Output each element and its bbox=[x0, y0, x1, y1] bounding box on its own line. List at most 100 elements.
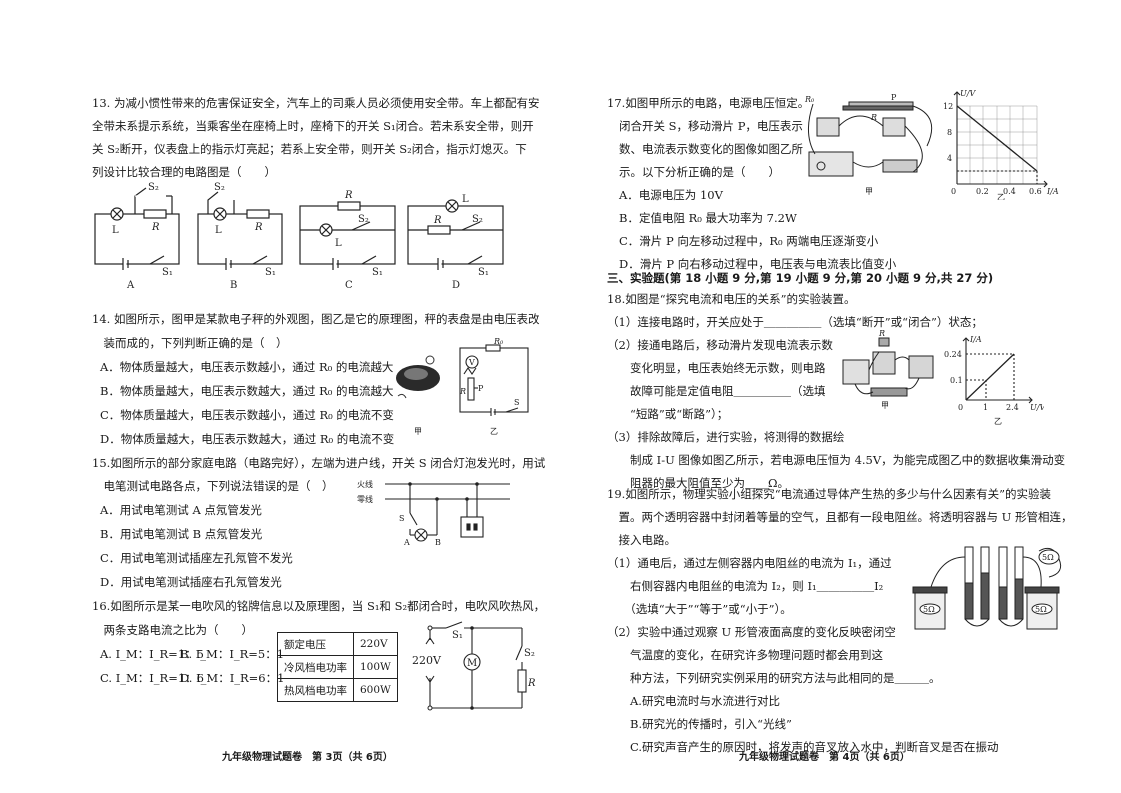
q16-line2: 两条支路电流之比为（ ） bbox=[92, 623, 253, 637]
q13-line2: 全带未系提示系统，当乘客坐在座椅上时，座椅下的开关 S₁闭合。若未系安全带，则开 bbox=[92, 119, 534, 133]
table-row: 冷风档电功率 100W bbox=[277, 655, 398, 679]
q13-option-c: C bbox=[345, 280, 353, 291]
q14-p: P bbox=[478, 384, 484, 393]
q18-tick-x24: 2.4 bbox=[1006, 403, 1019, 412]
q14-option-c: C．物体质量越大，电压表示数越小，通过 R₀ 的电流不变 bbox=[100, 408, 394, 422]
q13-b-r: R bbox=[254, 222, 263, 233]
q16-option-d: D. I_M：I_R=6：1 bbox=[180, 671, 285, 685]
q15-household-circuit-figure: 火线 零线 S A B bbox=[357, 479, 510, 547]
q18-line7: （3）排除故障后，进行实验，将测得的数据绘 bbox=[607, 430, 845, 444]
q13-c-s2: S₂ bbox=[358, 214, 369, 225]
q17-line4: 示。以下分析正确的是（ ） bbox=[619, 165, 780, 179]
q14-line1: 14. 如图所示，图甲是某款电子秤的外观图，图乙是它的原理图，秤的表盘是由电压表… bbox=[92, 312, 540, 326]
q17-line3: 数、电流表示数变化的图像如图乙所 bbox=[619, 142, 803, 156]
q18-tick-x0: 0 bbox=[958, 403, 963, 412]
q13-a-l: L bbox=[112, 225, 119, 236]
table-cell: 600W bbox=[353, 678, 398, 702]
q18-xlabel: U/V bbox=[1030, 403, 1044, 412]
q18-line5: 故障可能是定值电阻＿＿＿＿＿（选填 bbox=[607, 384, 826, 398]
q16-option-a: A. I_M：I_R=1：5 bbox=[100, 647, 204, 661]
q14-r: R bbox=[459, 387, 466, 396]
q14-s: S bbox=[514, 398, 519, 407]
q17-tick-x04: 0.4 bbox=[1003, 187, 1016, 196]
q13-option-d: D bbox=[452, 280, 460, 291]
q15-line2: 电笔测试电路各点，下列说法错误的是（ ） bbox=[92, 479, 334, 493]
q17-r: R bbox=[870, 113, 877, 122]
table-row: 额定电压 220V bbox=[277, 632, 398, 656]
q18-tick-x1: 1 bbox=[983, 403, 988, 412]
q17-option-a: A．电源电压为 10V bbox=[619, 188, 723, 202]
q13-d-l: L bbox=[462, 194, 469, 205]
q17-jia: 甲 bbox=[865, 187, 873, 196]
q17-tick-y8: 8 bbox=[947, 128, 952, 137]
q16-option-c: C. I_M：I_R=1：6 bbox=[100, 671, 204, 685]
q17-tick-x02: 0.2 bbox=[976, 187, 989, 196]
q18-line2: （1）连接电路时，开关应处于＿＿＿＿＿（选填“断开”或“闭合”）状态； bbox=[607, 315, 983, 329]
q13-b-l: L bbox=[215, 225, 222, 236]
q17-experiment-photo: R₀ P R 甲 bbox=[804, 93, 933, 196]
q13-circuits-figure: S₂ L R S₁ A S₂ L R S₁ B R S₂ L S₁ C L R … bbox=[94, 182, 504, 291]
q13-a-s2: S₂ bbox=[148, 182, 159, 193]
q18-line6: “短路”或“断路”）； bbox=[607, 407, 729, 421]
table-row: 热风档电功率 600W bbox=[277, 678, 398, 702]
q17-uv-graph: U/V 12 8 4 0 0.2 0.4 0.6 I/A 乙 bbox=[943, 89, 1059, 200]
table-cell: 热风档电功率 bbox=[277, 678, 354, 702]
q13-d-s1: S₁ bbox=[478, 267, 489, 278]
q15-option-d: D．用试电笔测试插座右孔氖管发光 bbox=[100, 575, 282, 589]
left-page: 13. 为减小惯性带来的危害保证安全，汽车上的司乘人员必须使用安全带。车上都配有… bbox=[0, 0, 560, 793]
q15-point-b: B bbox=[435, 538, 441, 547]
q18-jia: 甲 bbox=[881, 401, 889, 410]
q13-b-s1: S₁ bbox=[265, 267, 276, 278]
q14-r0: R₀ bbox=[493, 338, 504, 346]
q18-line4: 变化明显，电压表始终无示数，则电路 bbox=[607, 361, 826, 375]
q15-option-b: B．用试电笔测试 B 点氖管发光 bbox=[100, 527, 263, 541]
q19-left-resistor: 5Ω bbox=[923, 605, 935, 614]
q16-option-b: B. I_M：I_R=5：1 bbox=[180, 647, 285, 661]
q16-line1: 16.如图所示是某一电吹风的铭牌信息以及原理图，当 S₁和 S₂都闭合时，电吹风… bbox=[92, 599, 546, 613]
q13-line4: 列设计比较合理的电路图是（ ） bbox=[92, 165, 276, 179]
q19-line8: 气温度的变化，在研究许多物理问题时都会用到这 bbox=[607, 648, 883, 662]
q17-option-b: B．定值电阻 R₀ 最大功率为 7.2W bbox=[619, 211, 797, 225]
q16-voltage: 220V bbox=[412, 654, 442, 667]
q17-line1: 17.如图甲所示的电路，电源电压恒定。 bbox=[607, 96, 810, 110]
q14-option-a: A．物体质量越大，电压表示数越小，通过 R₀ 的电流越大 bbox=[100, 360, 394, 374]
q19-line7: （2）实验中通过观察 U 形管液面高度的变化反映密闭空 bbox=[607, 625, 896, 639]
q14-yi: 乙 bbox=[490, 427, 498, 436]
q13-c-l: L bbox=[335, 238, 342, 249]
q17-line2: 闭合开关 S，移动滑片 P，电压表示 bbox=[619, 119, 803, 133]
q13-d-r: R bbox=[433, 215, 442, 226]
q14-scale-figure: V R₀ P R S 甲 乙 bbox=[396, 338, 529, 436]
q13-line1: 13. 为减小惯性带来的危害保证安全，汽车上的司乘人员必须使用安全带。车上都配有… bbox=[92, 96, 540, 110]
q14-line2: 装而成的，下列判断正确的是（ ） bbox=[92, 336, 288, 350]
q18-ylabel: I/A bbox=[969, 335, 982, 344]
q14-scale-photo bbox=[396, 355, 440, 399]
q15-lingxian: 零线 bbox=[357, 494, 373, 504]
q14-option-b: B．物体质量越大，电压表示数越大，通过 R₀ 的电流越大 bbox=[100, 384, 394, 398]
q19-line6: （选填“大于”“等于”或“小于”）。 bbox=[607, 602, 792, 616]
q14-voltmeter: V bbox=[468, 358, 475, 367]
table-cell: 额定电压 bbox=[277, 632, 354, 656]
q17-r0: R₀ bbox=[804, 95, 815, 104]
q19-outer-resistor: 5Ω bbox=[1042, 553, 1054, 562]
q17-tick-y12: 12 bbox=[943, 102, 953, 111]
q15-point-a: A bbox=[403, 538, 410, 547]
q13-a-r: R bbox=[151, 222, 160, 233]
q14-option-d: D．物体质量越大，电压表示数越大，通过 R₀ 的电流不变 bbox=[100, 432, 395, 446]
q19-option-b: B.研究光的传播时，引入“光线” bbox=[607, 717, 792, 731]
q19-line9: 种方法，下列研究实例采用的研究方法与此相同的是＿＿＿。 bbox=[607, 671, 941, 685]
q19-option-a: A.研究电流时与水流进行对比 bbox=[607, 694, 780, 708]
q18-yi: 乙 bbox=[994, 417, 1002, 426]
q19-line1: 19.如图所示，物理实验小组探究“电流通过导体产生热的多少与什么因素有关”的实验… bbox=[607, 487, 1052, 501]
q18-tick-y024: 0.24 bbox=[944, 350, 962, 359]
q14-jia: 甲 bbox=[414, 427, 422, 436]
q19-option-c: C.研究声音产生的原因时，将发声的音叉放入水中，判断音叉是否在振动 bbox=[607, 740, 999, 754]
left-page-footer: 九年级物理试题卷 第 3页（共 6页） bbox=[222, 752, 393, 763]
q17-tick-y4: 4 bbox=[947, 154, 952, 163]
q16-nameplate-table: 额定电压 220V 冷风档电功率 100W 热风档电功率 600W bbox=[277, 632, 398, 702]
q15-line1: 15.如图所示的部分家庭电路（电路完好），左端为进户线，开关 S 闭合灯泡发光时… bbox=[92, 456, 546, 470]
q15-option-c: C．用试电笔测试插座左孔氖管不发光 bbox=[100, 551, 293, 565]
q19-u-tube-apparatus: 5Ω 5Ω 5Ω bbox=[912, 546, 1062, 630]
q19-right-resistor: 5Ω bbox=[1035, 605, 1047, 614]
q18-tick-y01: 0.1 bbox=[950, 376, 963, 385]
table-cell: 220V bbox=[353, 632, 398, 656]
